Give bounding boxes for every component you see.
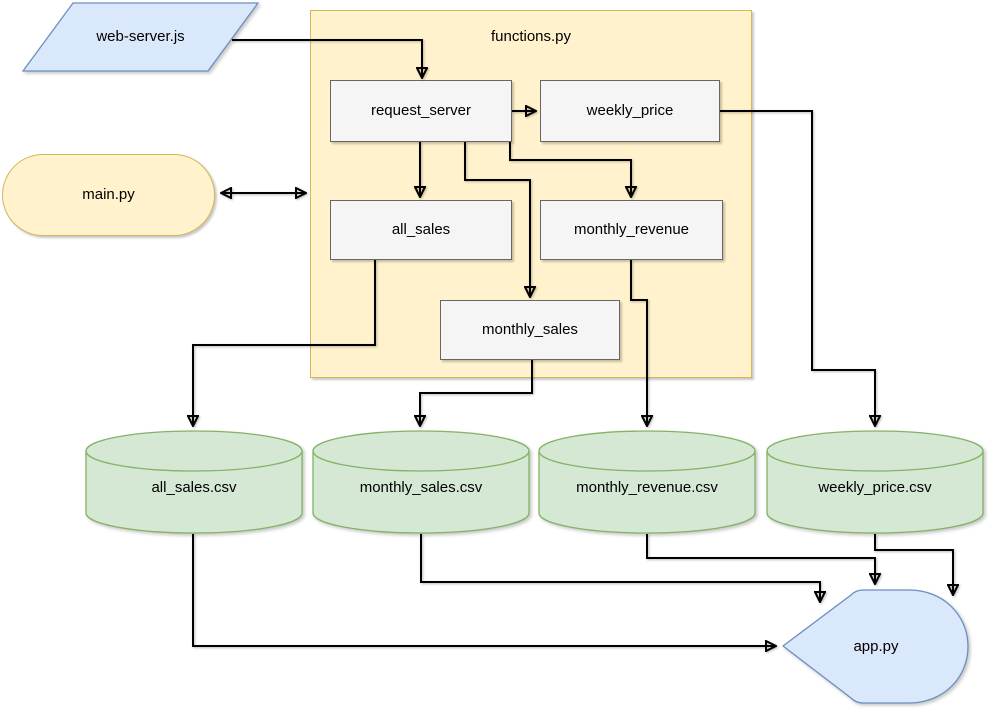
cylinder-shape [85,430,303,534]
cylinder-body [312,430,530,534]
cylinder-top-edge [538,450,756,472]
cylinder-body [538,430,756,534]
cylinder-top-edge [85,450,303,472]
node-weekly-price: weekly_price [540,80,720,142]
edge-monthly-sales-csv-to-app-py [420,534,820,602]
node-all-sales: all_sales [330,200,512,260]
cylinder-top-edge [312,450,530,472]
cylinder-shape [538,430,756,534]
node-monthly-sales-csv: monthly_sales.csv [312,430,530,534]
node-monthly-sales: monthly_sales [440,300,620,360]
cylinder-shape [312,430,530,534]
node-monthly-revenue-csv: monthly_revenue.csv [538,430,756,534]
cylinder-top-edge [766,450,984,472]
node-all-sales-label: all_sales [391,221,451,238]
node-weekly-price-csv: weekly_price.csv [766,430,984,534]
group-functions-py-title: functions.py [490,28,572,45]
node-request-server-label: request_server [370,102,472,119]
cylinder-body [85,430,303,534]
edge-weekly-price-csv-to-app-py [874,534,953,595]
node-weekly-price-label: weekly_price [586,102,674,119]
node-request-server: request_server [330,80,512,142]
display-shape [782,589,969,704]
node-main-py-label: main.py [82,186,135,203]
edge-all-sales-csv-to-app-py [192,534,776,646]
node-all-sales-csv: all_sales.csv [85,430,303,534]
node-app-py: app.py [782,588,970,705]
edge-monthly-revenue-csv-to-app-py [646,534,875,584]
cylinder-body [766,430,984,534]
node-monthly-revenue: monthly_revenue [540,200,723,260]
node-main-py: main.py [2,154,215,236]
node-web-server-js: web-server.js [22,2,259,72]
parallelogram-shape [22,2,259,72]
parallelogram-outline [22,2,259,72]
cylinder-shape [766,430,984,534]
node-monthly-revenue-label: monthly_revenue [573,221,690,238]
display-outline [782,589,969,704]
node-monthly-sales-label: monthly_sales [482,321,578,338]
